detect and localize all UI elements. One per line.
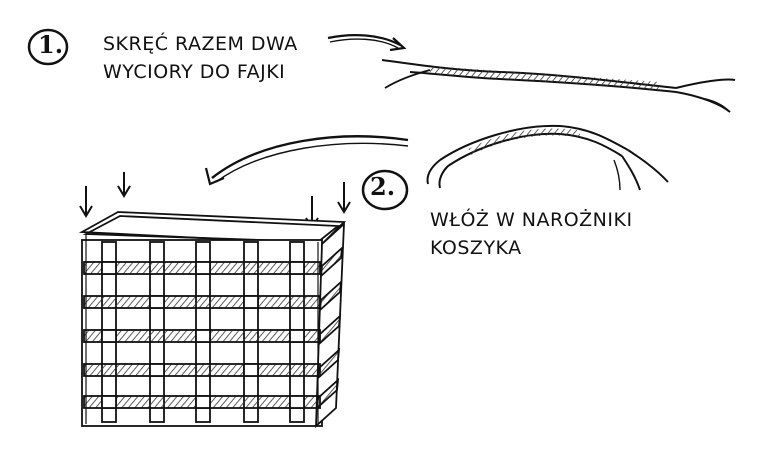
step-1-line-2: WYCIORY DO FAJKI (103, 61, 286, 83)
step-2-line-1: WŁÓŻ W NAROŻNIKI (430, 209, 633, 231)
step-2-instruction: WŁÓŻ W NAROŻNIKI KOSZYKA (430, 206, 633, 262)
step-2-number: 2. (370, 172, 396, 201)
step-1-instruction: SKRĘĆ RAZEM DWA WYCIORY DO FAJKI (103, 30, 298, 86)
bent-pipe-cleaner (426, 124, 669, 191)
arrow-to-basket (204, 135, 409, 186)
step-1-line-1: SKRĘĆ RAZEM DWA (103, 33, 298, 55)
woven-basket (78, 211, 347, 429)
step-1-badge (27, 28, 69, 66)
step-2-badge (361, 169, 409, 211)
twisted-pipe-cleaners (381, 59, 736, 113)
arrow-to-twisted-cleaners (327, 34, 407, 52)
step-2-line-2: KOSZYKA (430, 237, 522, 259)
step-1-number: 1. (38, 30, 64, 59)
